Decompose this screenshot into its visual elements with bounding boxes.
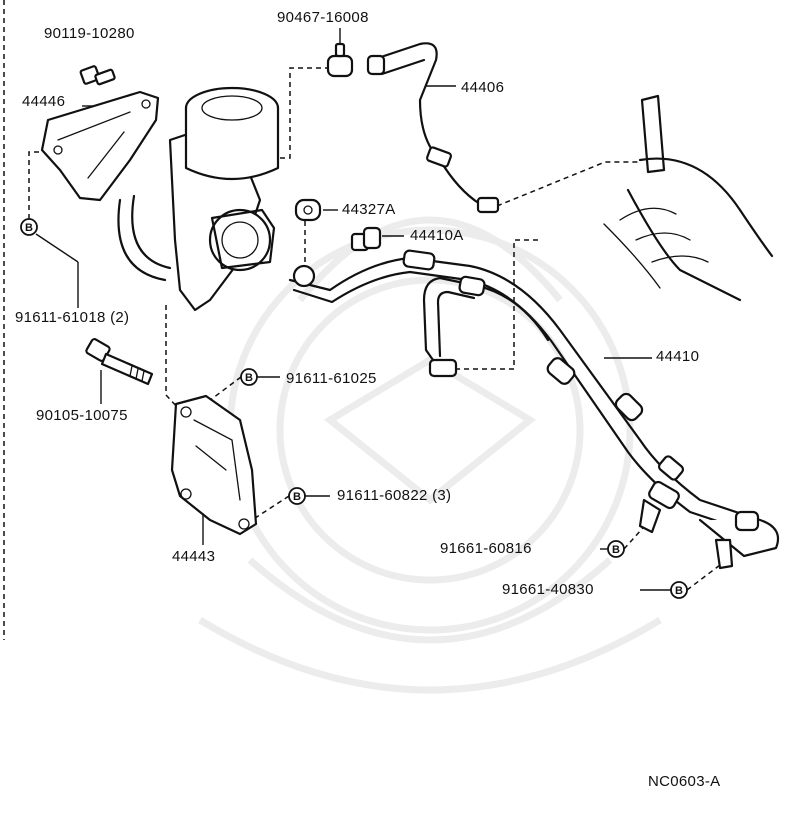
bracket-44443[interactable] bbox=[170, 394, 258, 536]
label-44327A[interactable]: 44327A bbox=[342, 201, 396, 218]
bolt-marker-40830[interactable]: B bbox=[670, 581, 688, 599]
label-91661-40830[interactable]: 91661-40830 bbox=[502, 581, 594, 598]
label-90467-16008[interactable]: 90467-16008 bbox=[277, 9, 369, 26]
bolt-marker-left[interactable]: B bbox=[20, 218, 38, 236]
label-91611-60822[interactable]: 91611-60822 (3) bbox=[337, 487, 451, 504]
svg-text:B: B bbox=[293, 491, 301, 503]
label-44406[interactable]: 44406 bbox=[461, 79, 504, 96]
label-91611-61018[interactable]: 91611-61018 (2) bbox=[15, 309, 129, 326]
svg-text:B: B bbox=[612, 544, 620, 556]
watermark-emblem bbox=[198, 216, 662, 694]
label-90105-10075[interactable]: 90105-10075 bbox=[36, 407, 128, 424]
union-90467-16008[interactable] bbox=[326, 42, 354, 78]
pressure-tube-44410[interactable] bbox=[288, 249, 780, 570]
label-90119-10280[interactable]: 90119-10280 bbox=[44, 25, 135, 42]
label-44446[interactable]: 44446 bbox=[22, 93, 65, 110]
label-44410A[interactable]: 44410A bbox=[410, 227, 464, 244]
hose-44406[interactable] bbox=[366, 42, 500, 214]
svg-text:B: B bbox=[25, 222, 33, 234]
clip-44327A[interactable] bbox=[294, 198, 322, 222]
svg-text:B: B bbox=[675, 585, 683, 597]
bolt-marker-60816[interactable]: B bbox=[607, 540, 625, 558]
diagram-code: NC0603-A bbox=[648, 773, 720, 790]
bolt-90119-10280[interactable] bbox=[79, 65, 116, 86]
power-steering-pump[interactable] bbox=[117, 86, 280, 312]
label-44443[interactable]: 44443 bbox=[172, 548, 215, 565]
label-91611-61025[interactable]: 91611-61025 bbox=[286, 370, 377, 387]
assembly-dashed-lines bbox=[28, 67, 721, 591]
steering-gear-box[interactable] bbox=[603, 94, 774, 302]
fitting-44410A[interactable] bbox=[350, 226, 382, 252]
label-91661-60816[interactable]: 91661-60816 bbox=[440, 540, 532, 557]
bolt-marker-60822[interactable]: B bbox=[288, 487, 306, 505]
bracket-44446[interactable] bbox=[40, 90, 160, 202]
svg-text:B: B bbox=[245, 372, 253, 384]
label-44410[interactable]: 44410 bbox=[656, 348, 699, 365]
bolt-marker-61025[interactable]: B bbox=[240, 368, 258, 386]
bolt-90105-10075[interactable] bbox=[85, 338, 154, 386]
